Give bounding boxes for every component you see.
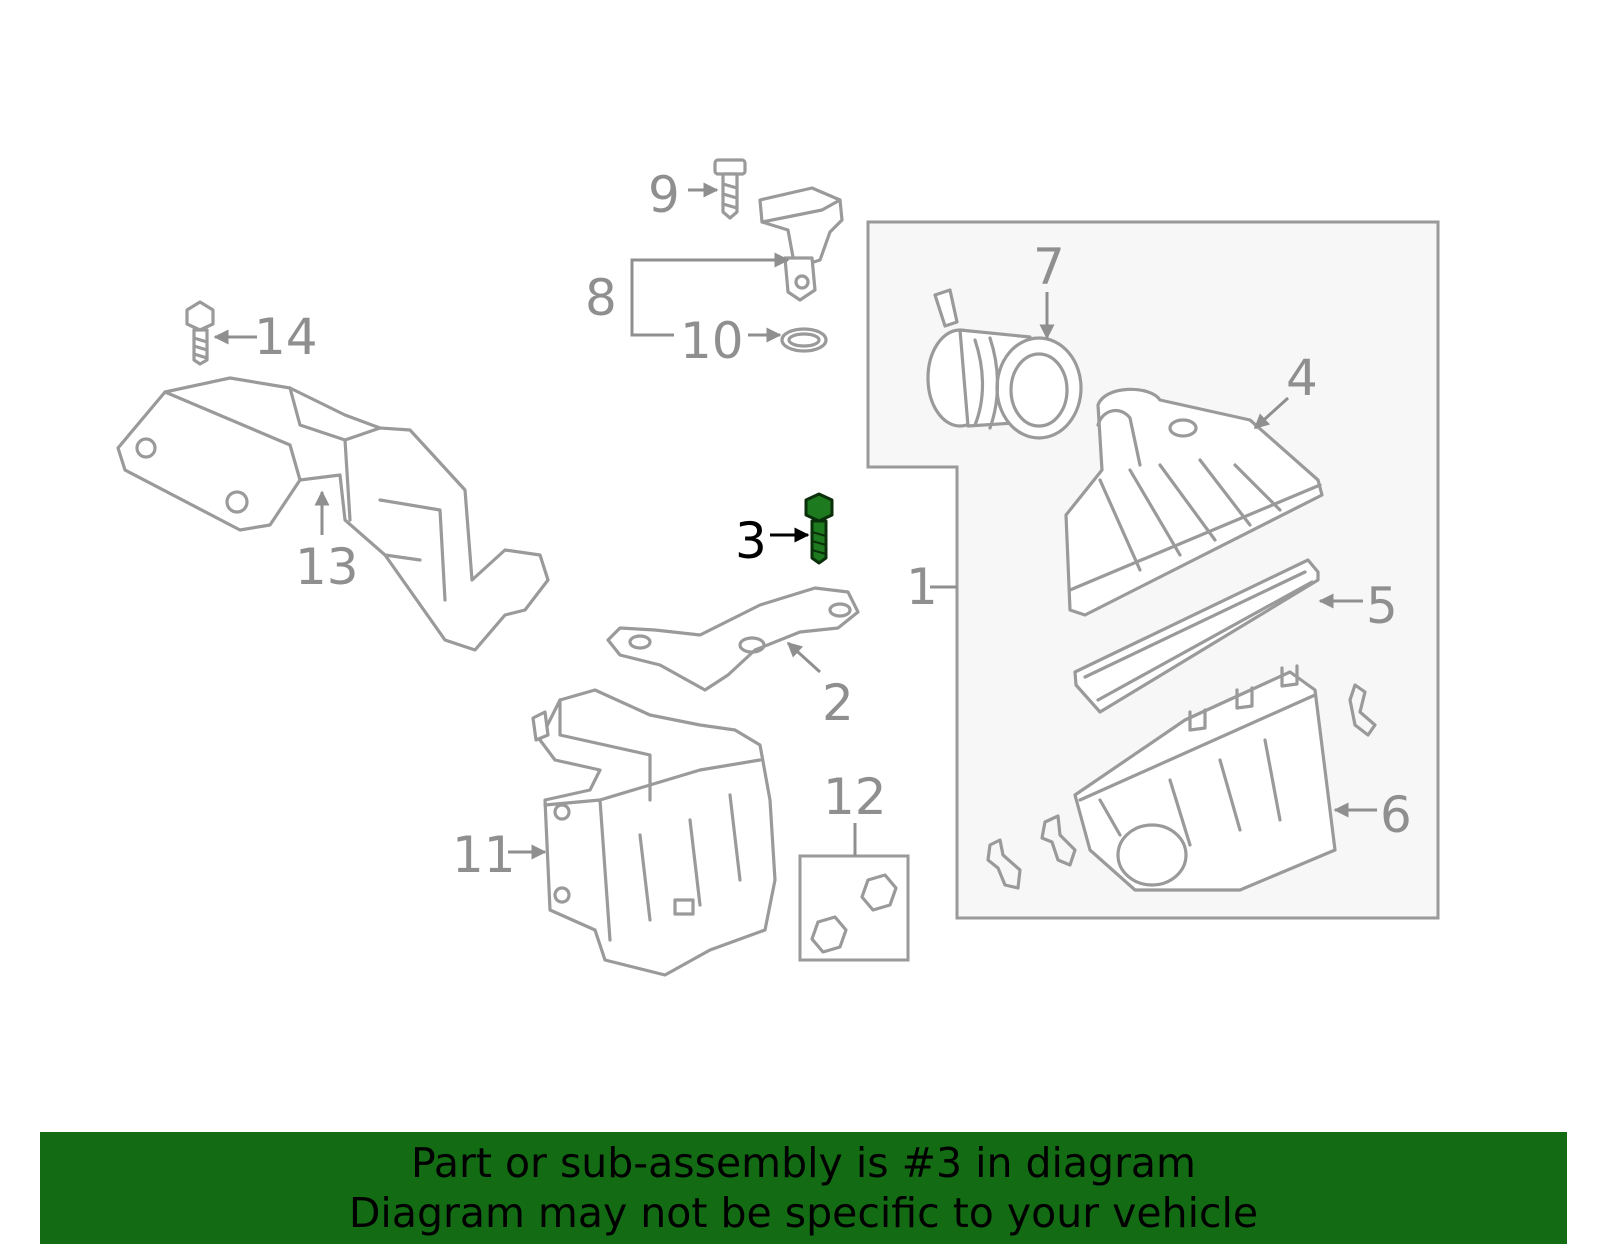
callout-8: 8 <box>585 269 617 327</box>
callout-7: 7 <box>1033 238 1065 296</box>
callout-12: 12 <box>823 768 887 826</box>
part-12-nut-kit: 12 <box>798 768 910 962</box>
part-14-bolt: 14 <box>185 300 318 366</box>
callout-10: 10 <box>680 312 744 370</box>
callout-4: 4 <box>1286 349 1318 407</box>
part-11-resonator: 11 <box>452 688 777 977</box>
banner-line-1: Part or sub-assembly is #3 in diagram <box>411 1139 1196 1187</box>
part-13-air-duct: 13 <box>116 376 550 652</box>
part-10-o-ring: 10 <box>680 312 828 370</box>
part-4-upper-housing: 4 <box>1064 349 1324 617</box>
callout-9: 9 <box>648 166 680 224</box>
callout-11: 11 <box>452 826 516 884</box>
banner-line-2: Diagram may not be specific to your vehi… <box>348 1189 1259 1237</box>
callout-14: 14 <box>254 308 318 366</box>
callout-1: 1 <box>906 558 938 616</box>
callout-2: 2 <box>822 674 854 732</box>
part-7-intake-hose: 7 <box>926 238 1083 440</box>
part-3-bolt-head <box>804 492 834 523</box>
part-6-lower-housing: 6 <box>986 664 1412 892</box>
part-9-bolt: 9 <box>648 158 747 224</box>
part-2-bracket: 2 <box>606 586 860 732</box>
part-5-filter-element: 5 <box>1073 558 1398 714</box>
part-3-bolt-highlighted: 3 <box>735 492 834 570</box>
callout-5: 5 <box>1366 577 1398 635</box>
callout-3: 3 <box>735 512 767 570</box>
info-banner: Part or sub-assembly is #3 in diagram Di… <box>40 1132 1567 1244</box>
part-8-sensor: 8 <box>585 186 844 337</box>
callout-13: 13 <box>295 538 359 596</box>
callout-6: 6 <box>1380 786 1412 844</box>
